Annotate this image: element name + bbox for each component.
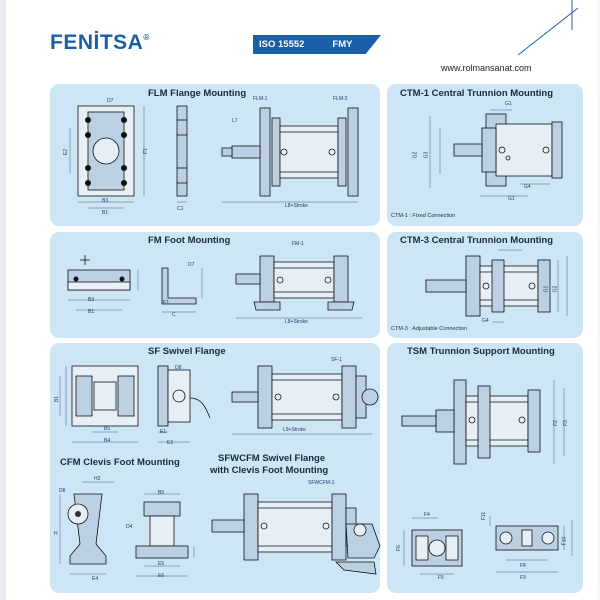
sf-cylinder-drawing: [231, 365, 379, 435]
tsm-label-f3: F3: [562, 420, 569, 426]
tsm-label-f2: F2: [552, 420, 559, 426]
standard-banner: ISO 15552 FMY: [253, 35, 381, 54]
cfm-label-e4: E4: [92, 576, 99, 582]
ctm1-label-g2: G2: [412, 151, 419, 159]
flm-label-b1: B1: [102, 210, 109, 216]
ctm1-note: CTM-1 : Fixed Connection: [391, 213, 456, 219]
tsm-label-f5: F5: [438, 575, 444, 581]
sf-title: SF Swivel Flange: [148, 346, 226, 357]
flm-title: FLM Flange Mounting: [148, 88, 247, 99]
sf-label-e1: E1: [160, 429, 167, 435]
fm-label-l8: L8+Stroke: [285, 319, 308, 325]
ctm3-label-g2: G2: [552, 285, 559, 293]
ctm1-cylinder-drawing: [429, 109, 563, 197]
sf-label-b5: B5: [104, 426, 111, 432]
ctm1-title: CTM-1 Central Trunnion Mounting: [400, 88, 554, 99]
cfm-label-b5: B5: [158, 490, 165, 496]
sfwcfm-title-line2: with Clevis Foot Mounting: [210, 465, 329, 476]
website-link[interactable]: www.rolmansanat.com: [441, 63, 532, 73]
flm-label-l7: L7: [232, 118, 238, 124]
sf-flange-side-view: [157, 365, 211, 443]
page-corner-lines: [517, 0, 579, 56]
fm-foot-side-view: [161, 267, 203, 313]
tsm-cylinder-drawing: [401, 379, 565, 465]
tsm-label-f9: F9: [520, 575, 526, 581]
flm-flange-front-view: [69, 105, 145, 209]
registered-mark: ®: [143, 33, 150, 42]
sf-label-b1: B1: [54, 395, 61, 403]
flm-label-e2: E2: [63, 148, 70, 156]
cfm-label-h: H: [54, 531, 58, 537]
cfm-label-d4: D4: [126, 524, 133, 530]
flm-label-flm3: FLM-3: [333, 96, 348, 102]
cfm-label-e5: E5: [158, 561, 165, 567]
fm-label-e1: E1: [163, 300, 170, 306]
sfwcfm-title-line1: SFWCFM Swivel Flange: [218, 453, 326, 464]
ctm1-label-g4: G4: [524, 184, 531, 190]
fm-title: FM Foot Mounting: [148, 235, 231, 246]
standard-label: ISO 15552: [259, 39, 305, 50]
ctm1-label-g1-top: G1: [505, 101, 512, 107]
fm-label-b3: B3: [88, 297, 95, 303]
cfm-title: CFM Clevis Foot Mounting: [60, 457, 180, 468]
flm-cylinder-drawing: [221, 107, 359, 203]
fm-label-d7: D7: [188, 262, 195, 268]
ctm3-label-g1: G1: [543, 285, 550, 293]
tsm-support-top-view: [489, 516, 573, 573]
cfm-front-view: [135, 493, 195, 577]
tsm-support-front-view: [403, 517, 463, 575]
sf-label-b4: B4: [104, 438, 111, 444]
sf-label-d8: D8: [175, 365, 182, 371]
fm-foot-front-view: [67, 255, 139, 311]
flm-label-f1: F1: [142, 148, 149, 154]
ctm3-label-g4: G4: [482, 318, 489, 324]
flm-label-b3: B3: [102, 198, 109, 204]
sf-label-sf1: SF-1: [331, 357, 342, 363]
tsm-label-f4: F4: [424, 512, 430, 518]
cfm-side-view: [59, 481, 114, 575]
fm-label-b1: B1: [88, 309, 95, 315]
ctm1-label-g3: G3: [423, 151, 430, 159]
fm-cylinder-drawing: [235, 255, 362, 319]
cfm-label-e6: E6: [158, 573, 165, 579]
brand-logo: FENİTSA®: [50, 31, 150, 55]
page-edge: [0, 0, 6, 600]
fm-label-fm1: FM-1: [292, 241, 304, 247]
sf-label-e2: E2: [167, 440, 174, 446]
sf-flange-front-view: [59, 365, 139, 443]
flm-label-c1: C1: [177, 206, 184, 212]
ctm3-title: CTM-3 Central Trunnion Mounting: [400, 235, 554, 246]
cfm-label-h2: H2: [94, 476, 101, 482]
series-label: FMY: [332, 39, 353, 50]
fm-label-c: C: [172, 312, 176, 318]
tsm-title: TSM Trunnion Support Mounting: [407, 346, 555, 357]
tsm-label-f8: F8: [520, 563, 526, 569]
cfm-label-d8: D8: [59, 488, 66, 494]
ctm3-note: CTM-3 : Adjustable Connection: [391, 326, 468, 332]
tsm-label-f6: F6: [395, 545, 402, 551]
ctm3-cylinder-drawing: [425, 249, 568, 323]
tsm-label-f10: F10: [561, 536, 568, 546]
sfwcfm-cylinder-drawing: [211, 493, 381, 575]
flm-label-d7: D7: [107, 98, 114, 104]
ctm1-label-g1-bottom: G1: [508, 196, 515, 202]
flm-label-flm1: FLM-1: [253, 96, 268, 102]
flm-label-l8: L8+Stroke: [285, 203, 308, 209]
sfwcfm-label: SFWCFM-1: [308, 480, 335, 486]
sf-label-l9: L9+Stroke: [283, 427, 306, 433]
brand-name: FENİTSA: [50, 31, 144, 54]
tsm-label-f11: F11: [481, 511, 488, 521]
flm-flange-side-view: [176, 105, 188, 203]
